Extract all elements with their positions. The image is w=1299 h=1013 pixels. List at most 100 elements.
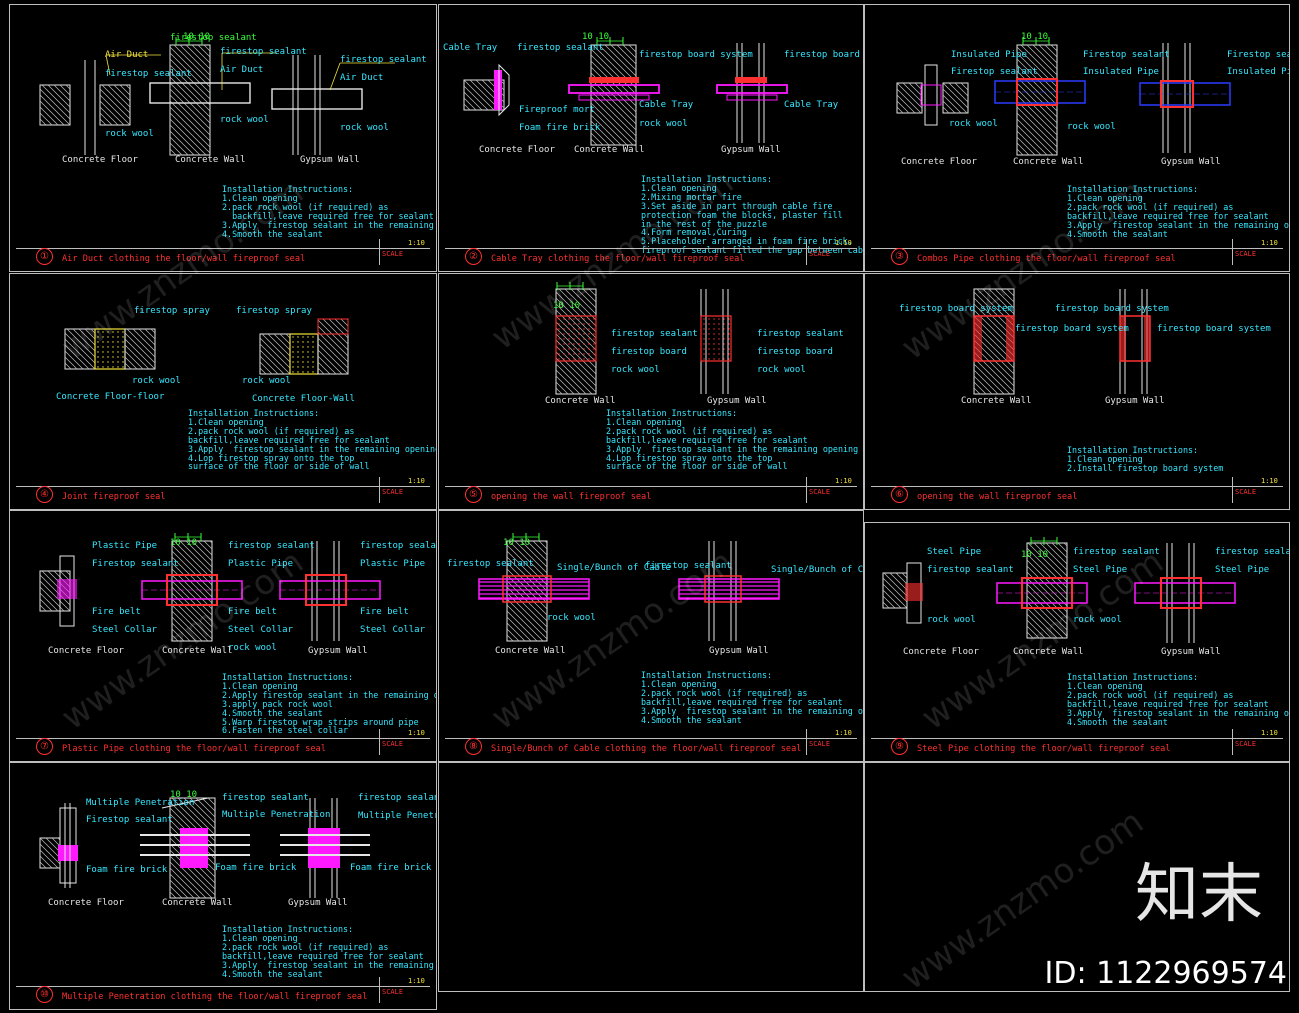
callout-label: Concrete Floor	[62, 155, 138, 165]
callout-label: Concrete Wall	[574, 145, 645, 155]
callout-label: rock wool	[220, 115, 269, 125]
callout-label: Cable Tray	[639, 100, 694, 110]
installation-instructions: Installation Instructions: 1.Clean openi…	[222, 184, 434, 239]
scale-value: 1:10	[408, 477, 425, 485]
callout-label: Steel Collar	[92, 625, 158, 635]
callout-label: Concrete Floor-floor	[56, 392, 165, 402]
callout-label: Single/Bunch of Cable	[771, 565, 864, 575]
callout-label: rock wool	[949, 119, 998, 129]
detail-title: Joint fireproof seal	[62, 492, 166, 502]
detail-title: Plastic Pipe clothing the floor/wall fir…	[62, 744, 326, 754]
callout-label: firestop sealant	[220, 47, 307, 57]
callout-label: Concrete Wall	[162, 898, 233, 908]
detail-title: Combos Pipe clothing the floor/wall fire…	[917, 254, 1176, 264]
scale-value: 1:10	[835, 239, 852, 247]
detail-number: ⑧	[465, 738, 482, 755]
callout-label: Steel Collar	[360, 625, 426, 635]
callout-label: Concrete Floor-Wall	[252, 394, 355, 404]
detail-number: ⑥	[891, 486, 908, 503]
scale-label: SCALE	[382, 250, 404, 258]
callout-label: firestop board system	[1015, 324, 1129, 334]
callout-label: Air Duct	[220, 65, 264, 75]
installation-instructions: Installation Instructions: 1.Clean openi…	[606, 408, 859, 472]
callout-label: firestop sealant	[1073, 547, 1160, 557]
callout-label: Cable Tray	[443, 43, 498, 53]
callout-label: rock wool	[340, 123, 389, 133]
callout-label: Firestop sealant	[1227, 50, 1289, 60]
callout-label: Foam fire brick	[519, 123, 601, 133]
detail-number: ④	[36, 486, 53, 503]
scale-box: SCALE 1:10	[806, 477, 852, 503]
callout-label: Gypsum Wall	[1105, 396, 1165, 406]
callout-label: rock wool	[228, 643, 277, 653]
callout-label: Steel Pipe	[1215, 565, 1270, 575]
callout-label: firestop spray	[134, 306, 210, 316]
dimension-mark: 10 10	[170, 790, 198, 800]
scale-value: 1:10	[1261, 239, 1278, 247]
callout-label: Firestop sealant	[1083, 50, 1170, 60]
installation-instructions: Installation Instructions: 1.Clean openi…	[1067, 445, 1224, 473]
detail-title: opening the wall fireproof seal	[917, 492, 1078, 502]
section-drawing	[882, 537, 1236, 643]
callout-label: rock wool	[927, 615, 976, 625]
dimension-mark: 10 10	[553, 301, 581, 311]
callout-label: rock wool	[757, 365, 806, 375]
scale-label: SCALE	[1235, 740, 1257, 748]
section-drawing	[463, 37, 788, 146]
callout-label: Concrete Floor	[901, 157, 977, 167]
brand-logo: 知末	[1135, 858, 1263, 932]
scale-label: SCALE	[1235, 250, 1257, 258]
section-drawing	[39, 37, 395, 156]
installation-instructions: Installation Instructions: 1.Clean openi…	[1067, 184, 1289, 239]
empty-frame	[438, 762, 864, 992]
callout-label: Fireproof mort	[519, 105, 595, 115]
callout-label: firestop sealant	[228, 541, 315, 551]
detail-number: ⑤	[465, 486, 482, 503]
callout-label: firestop spray	[236, 306, 312, 316]
callout-label: Steel Pipe	[927, 547, 982, 557]
detail-title: Single/Bunch of Cable clothing the floor…	[491, 744, 802, 754]
callout-label: Gypsum Wall	[308, 646, 368, 656]
callout-label: Concrete Wall	[545, 396, 616, 406]
section-drawing	[39, 533, 381, 642]
callout-label: firestop sealant	[358, 793, 437, 803]
callout-label: Concrete Wall	[495, 646, 566, 656]
callout-label: Multiple Penetration	[358, 811, 436, 821]
scale-value: 1:10	[835, 477, 852, 485]
callout-label: Concrete Floor	[903, 647, 979, 657]
section-drawing	[973, 288, 1151, 395]
callout-label: firestop sealant	[360, 541, 436, 551]
detail-number: ②	[465, 248, 482, 265]
installation-instructions: Installation Instructions: 1.Clean openi…	[188, 408, 437, 472]
detail-number: ⑩	[36, 986, 53, 1003]
callout-label: firestop board system	[899, 304, 1013, 314]
scale-label: SCALE	[809, 740, 831, 748]
section-drawing	[555, 282, 732, 395]
callout-label: Fire belt	[360, 607, 409, 617]
section-drawing	[39, 797, 370, 899]
callout-label: Single/Bunch of Cable	[557, 563, 671, 573]
scale-label: SCALE	[809, 488, 831, 496]
callout-label: firestop sealant	[611, 329, 698, 339]
dimension-mark: 10 10	[1021, 550, 1049, 560]
detail-number: ①	[36, 248, 53, 265]
callout-label: Concrete Wall	[1013, 647, 1084, 657]
callout-label: Steel Pipe	[1073, 565, 1128, 575]
detail-number: ⑨	[891, 738, 908, 755]
brand-id: ID: 1122969574	[1044, 956, 1287, 991]
